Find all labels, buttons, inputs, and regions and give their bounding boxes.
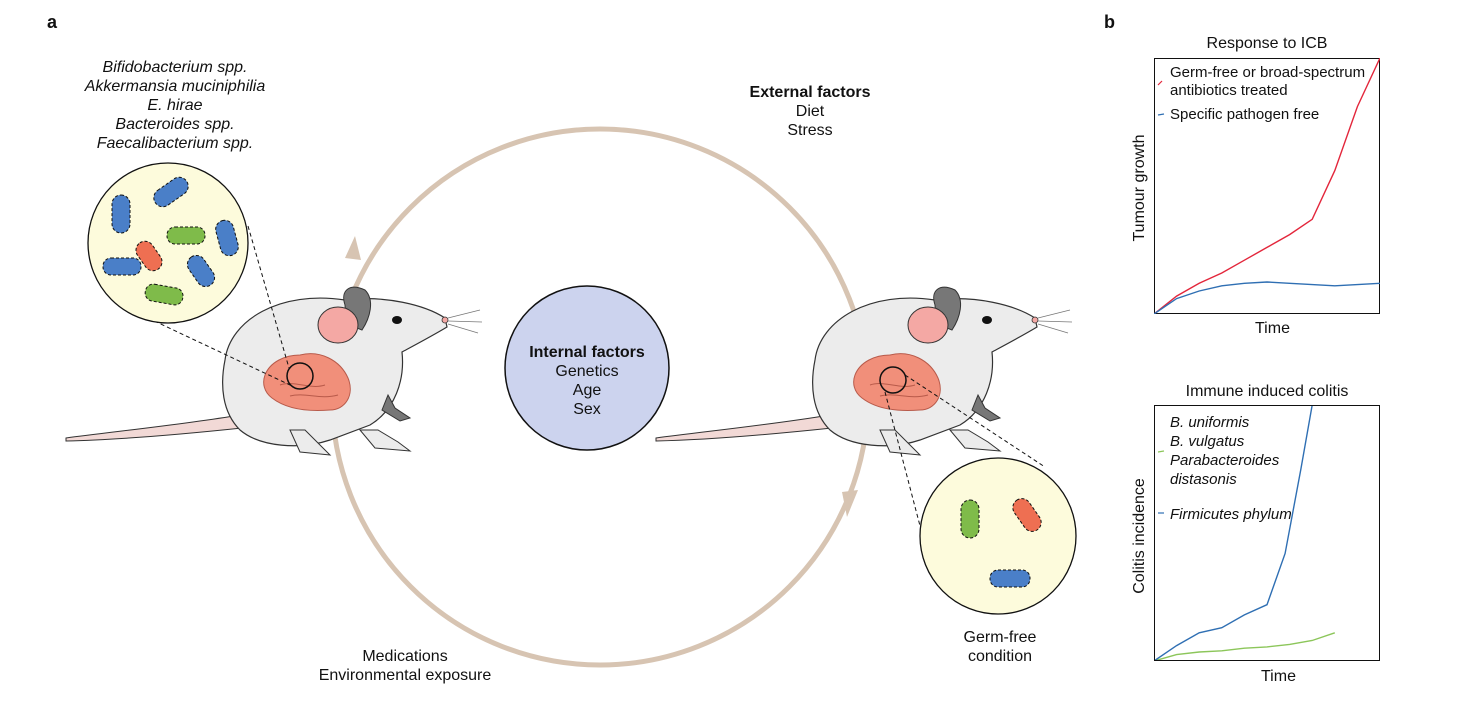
chart2-xlabel: Time <box>1261 668 1296 685</box>
chart2-series-line <box>1154 405 1313 661</box>
panel-letter-a: a <box>47 12 58 32</box>
bacteria-name: Bifidobacterium spp. <box>102 59 248 76</box>
internal-factor-item: Age <box>572 382 602 399</box>
external-factor-item: Stress <box>787 122 833 139</box>
chart1-title: Response to ICB <box>1206 35 1328 52</box>
internal-factor-item: Genetics <box>555 363 619 380</box>
chart1-ylabel: Tumour growth <box>1131 134 1148 242</box>
chart1-legend-entry: Specific pathogen free <box>1170 106 1320 123</box>
ring-arrow-up-icon <box>345 236 361 260</box>
chart1-series-line <box>1154 281 1380 314</box>
chart1-frame <box>1154 58 1380 314</box>
chart2-series-line <box>1154 632 1336 661</box>
chart2-legend-entry: B. uniformis B. vulgatus Parabacteroides… <box>1170 414 1280 488</box>
cycle-diagram <box>65 126 1077 668</box>
internal-factors-title: Internal factors <box>529 344 645 361</box>
panel-letter-b: b <box>1104 12 1115 32</box>
mouse-left <box>65 286 483 456</box>
external-factors: External factors Diet Stress <box>710 84 910 140</box>
internal-factors: Internal factors Genetics Age Sex <box>507 344 667 419</box>
bacteria-cluster-left <box>102 176 239 306</box>
chart2-frame <box>1154 405 1380 661</box>
chart1-xlabel: Time <box>1255 320 1290 337</box>
mouse-right <box>655 286 1073 456</box>
germ-free-label-line: Germ-free <box>963 629 1037 646</box>
lens-left <box>286 362 314 390</box>
chart1-legend-key <box>1157 113 1165 116</box>
chart2-plot <box>1154 405 1380 661</box>
germ-free-label-line: condition <box>967 648 1033 665</box>
chart1-legend-entry: Germ-free or broad-spectrum antibiotics … <box>1170 64 1366 99</box>
chart1-plot <box>1154 58 1380 314</box>
chart2-title: Immune induced colitis <box>1185 383 1349 400</box>
bacteria-name: Faecalibacterium spp. <box>96 135 254 152</box>
bacteria-name: Bacteroides spp. <box>115 116 235 133</box>
chart1-series-line <box>1154 58 1380 314</box>
internal-factor-item: Sex <box>573 401 601 418</box>
germ-free-label: Germ-free condition <box>940 628 1060 666</box>
environment-factors: Medications Environmental exposure <box>285 647 525 685</box>
environment-factor-item: Medications <box>362 648 448 665</box>
chart1-legend-key <box>1157 80 1163 86</box>
bacteria-name: Akkermansia muciniphilia <box>84 78 266 95</box>
chart2-legend-key <box>1157 450 1165 453</box>
environment-factor-item: Environmental exposure <box>318 667 492 684</box>
chart2-ylabel: Colitis incidence <box>1131 478 1148 594</box>
internal-factors-circle <box>504 285 670 451</box>
bacteria-list: Bifidobacterium spp. Akkermansia mucinip… <box>40 58 310 153</box>
bacteria-cluster-right <box>960 498 1042 588</box>
chart2-legend-entry: Firmicutes phylum <box>1170 506 1292 523</box>
bacteria-name: E. hirae <box>147 97 203 114</box>
ring-arrow-down-icon <box>842 490 858 517</box>
magnifier-right <box>919 457 1077 615</box>
external-factors-title: External factors <box>749 84 871 101</box>
lens-right <box>879 366 907 394</box>
external-factor-item: Diet <box>795 103 825 120</box>
